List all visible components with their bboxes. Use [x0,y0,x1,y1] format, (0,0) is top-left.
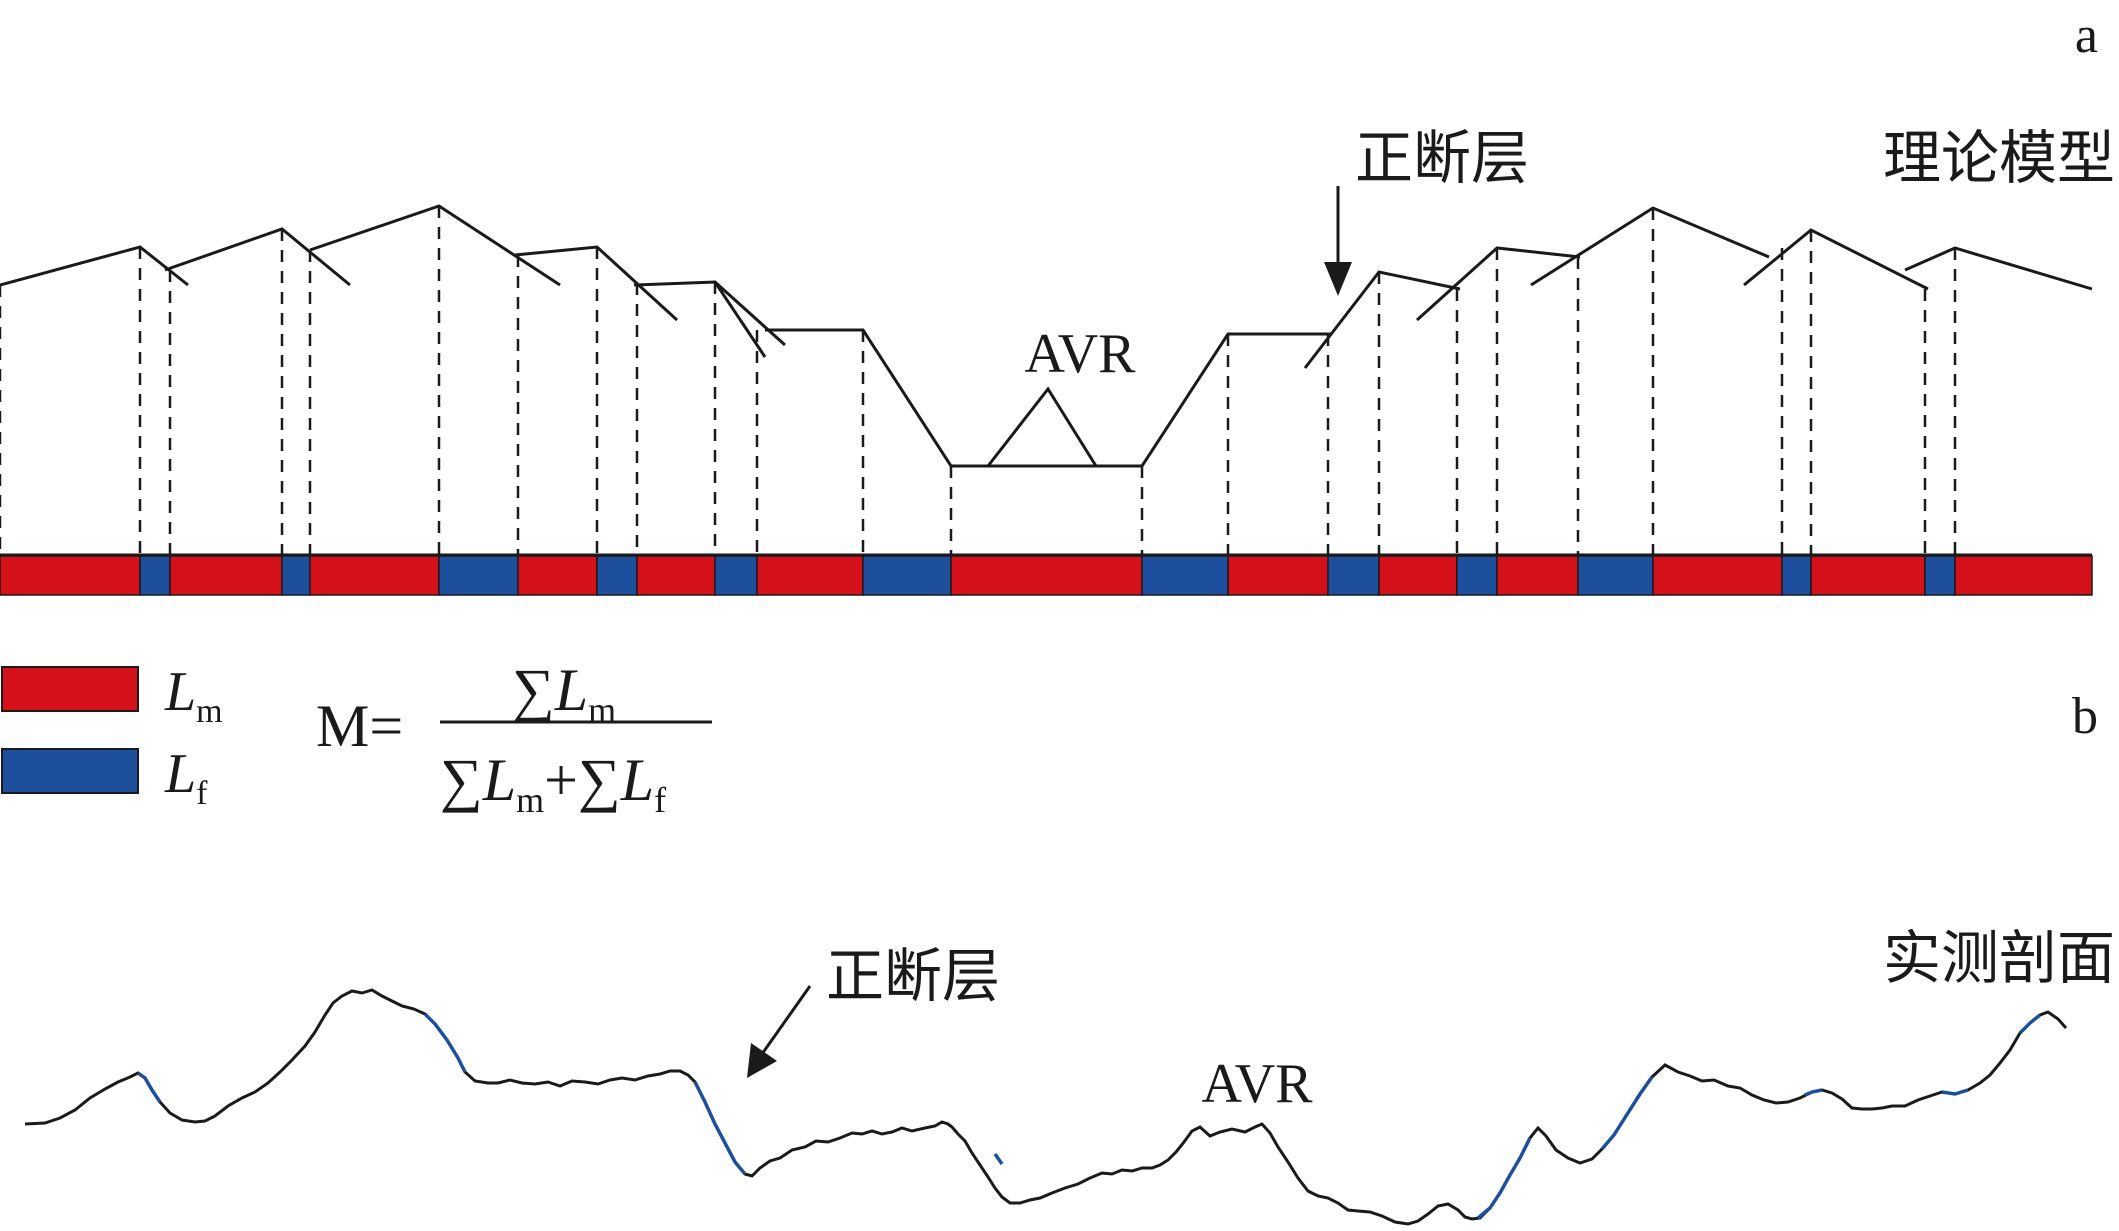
strip-segment-lm [636,555,716,596]
strip-segment-lf [438,555,519,596]
strip-segment-lf [281,555,311,596]
strip-segment-lm [169,555,283,596]
measured-profile [24,988,2068,1226]
normal-fault-arrow-b [747,985,812,1078]
strip-segment-lf [1456,555,1498,596]
strip-segment-lf [714,555,758,596]
strip-segment-lm [1496,555,1579,596]
strip-segment-lf [1327,555,1380,596]
strip-segment-lm [517,555,598,596]
strip-segment-lm [1227,555,1329,596]
strip-segment-lf [1781,555,1812,596]
strip-segment-lm [0,555,141,596]
formula-denominator: ∑Lm+∑Lf [440,747,666,820]
sinuosity-formula: M= ∑Lm ∑Lm+∑Lf [316,657,712,820]
segment-strip [0,555,2093,596]
legend-label-lf: Lf [164,743,208,812]
strip-segment-lm [309,555,440,596]
projection-dashes [0,206,1957,556]
formula-numerator: ∑Lm [512,657,616,730]
strip-segment-lm [756,555,864,596]
strip-segment-lf [1924,555,1956,596]
strip-segment-lf [139,555,171,596]
panel-a-label: a [2075,7,2098,64]
strip-segment-lm [1378,555,1458,596]
strip-segment-lf [1141,555,1229,596]
strip-segment-lm [1652,555,1783,596]
strip-segment-lm [1954,555,2093,596]
panel-b-label: b [2072,688,2098,745]
legend-swatch-lm [1,666,139,712]
strip-segment-lm [950,555,1143,596]
theoretical-model-title: 理论模型 [1883,126,2115,191]
legend-label-lm: Lm [164,661,223,730]
normal-fault-label-b: 正断层 [826,944,1000,1009]
normal-fault-arrow-a [1324,186,1352,296]
normal-fault-label-a: 正断层 [1355,126,1529,191]
avr-label-a: AVR [1024,323,1136,385]
measured-profile-title: 实测剖面 [1883,926,2115,991]
strip-segment-lf [862,555,952,596]
strip-segment-lf [596,555,638,596]
strip-segment-lm [1810,555,1926,596]
formula-lhs: M= [316,693,403,759]
avr-label-b: AVR [1201,1053,1313,1115]
legend-swatch-lf [1,748,139,794]
strip-segment-lf [1577,555,1654,596]
